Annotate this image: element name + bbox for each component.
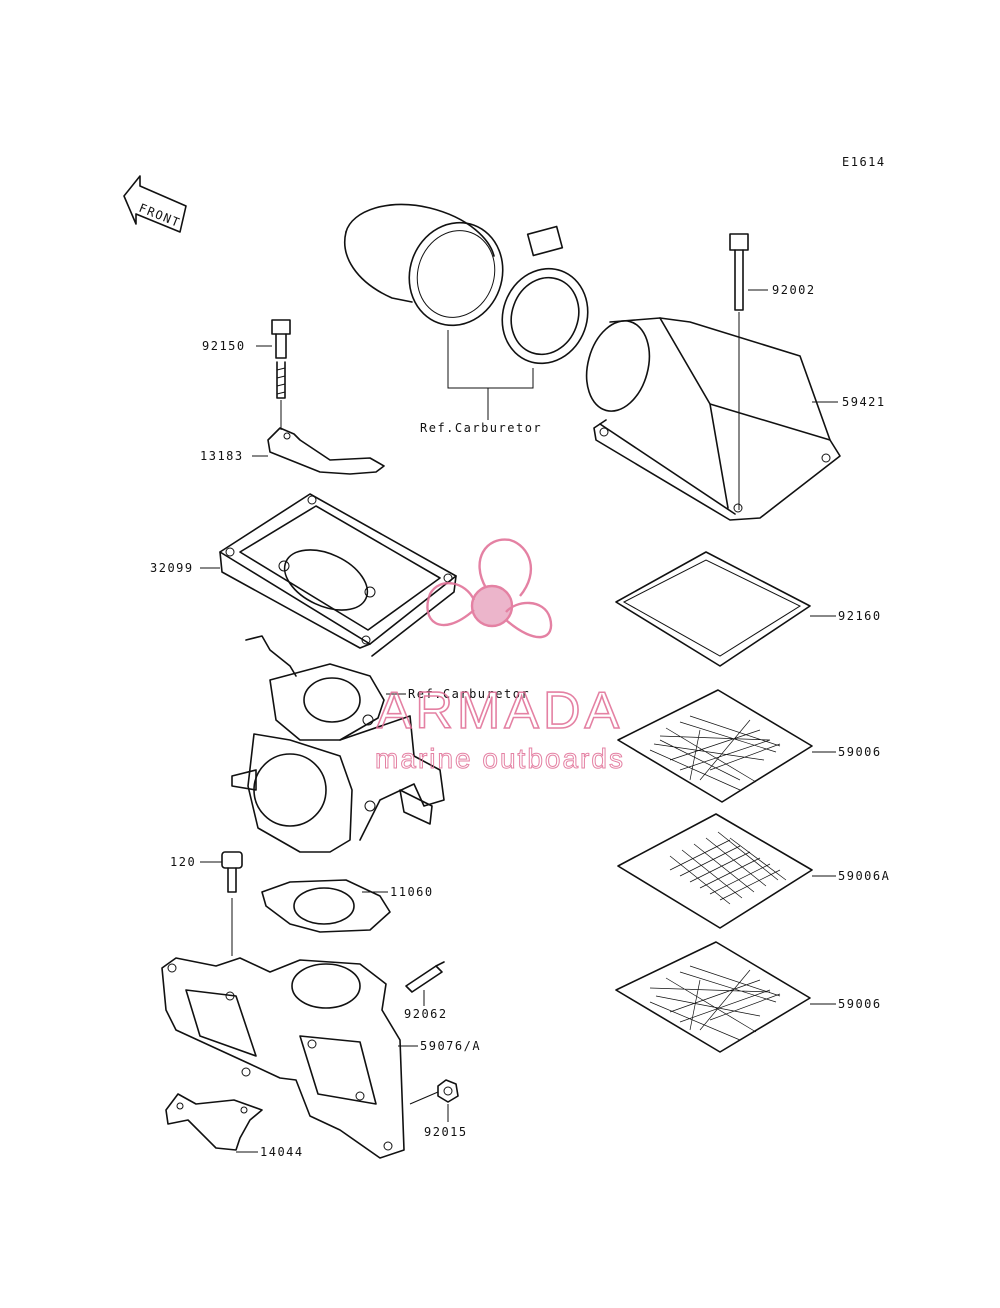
front-label: FRONT (137, 201, 183, 230)
part-number-59006-bottom: 59006 (838, 997, 882, 1011)
screen-59006-top (617, 689, 813, 803)
bolt-92150 (271, 319, 291, 399)
fitting-92062 (405, 961, 445, 993)
armada-watermark: ARMADA marine outboards (375, 538, 625, 775)
part-number-11060: 11060 (390, 885, 434, 899)
part-number-59076a: 59076/A (420, 1039, 481, 1053)
part-number-59421: 59421 (842, 395, 886, 409)
part-number-59006-top: 59006 (838, 745, 882, 759)
intake-manifold (161, 957, 405, 1159)
bracket-13183 (267, 427, 385, 475)
part-number-92015: 92015 (424, 1125, 468, 1139)
air-box (585, 317, 841, 521)
part-number-92062: 92062 (404, 1007, 448, 1021)
bolt-120 (221, 851, 243, 893)
ref-carburetor-label-1: Ref.Carburetor (420, 421, 542, 435)
watermark-tagline: marine outboards (375, 743, 625, 774)
flame-arrester-base (219, 493, 457, 657)
screen-59006a (617, 813, 813, 929)
nut-92015 (437, 1079, 459, 1103)
screen-59006-bottom (615, 941, 811, 1053)
diagram-code: E1614 (842, 155, 886, 169)
watermark-brand: ARMADA (377, 682, 623, 740)
carburetor (231, 635, 445, 853)
part-number-92160: 92160 (838, 609, 882, 623)
part-number-120: 120 (170, 855, 196, 869)
hose-clamp (501, 225, 589, 365)
bracket-14044 (165, 1093, 263, 1151)
part-number-92002: 92002 (772, 283, 816, 297)
intake-elbow (344, 203, 504, 327)
part-number-13183: 13183 (200, 449, 244, 463)
propeller-logo-icon (426, 538, 553, 639)
part-number-14044: 14044 (260, 1145, 304, 1159)
part-number-32099: 32099 (150, 561, 194, 575)
part-number-59006a: 59006A (838, 869, 890, 883)
ref-carburetor-label-2: Ref.Carburetor (408, 687, 530, 701)
front-arrow-icon: FRONT (123, 175, 187, 233)
bolt-92002 (729, 233, 749, 311)
part-number-92150: 92150 (202, 339, 246, 353)
gasket-92160 (615, 551, 811, 667)
gasket-11060 (261, 879, 391, 933)
